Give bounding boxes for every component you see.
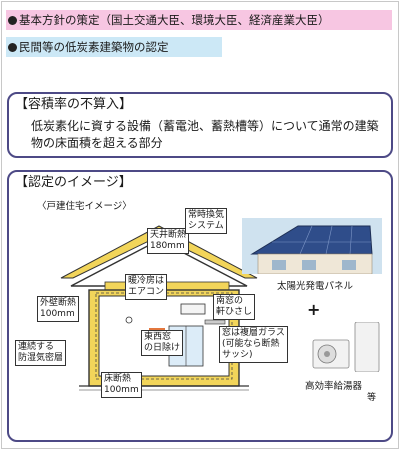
plus-sign: +	[307, 300, 321, 319]
detached-house-label: 〈戸建住宅イメージ〉	[37, 201, 132, 212]
exterior-wall-insulation-label: 外壁断熱 100mm	[37, 296, 80, 322]
policy-text-certification: 民間等の低炭素建築物の認定	[19, 40, 169, 54]
floor-area-ratio-body: 低炭素化に資する設備（蓄電池、蓄熱槽等）について通常の建築物の床面積を超える部分	[31, 119, 379, 150]
east-west-window-shade-label: 東西窓 の日除け	[141, 330, 184, 356]
certification-image-box: 【認定のイメージ】 〈戸建住宅イメージ〉	[7, 170, 393, 442]
ventilation-system-label: 常時換気 システム	[185, 208, 228, 234]
policy-text-basic: 基本方針の策定（国土交通大臣、環境大臣、経済産業大臣）	[19, 13, 330, 27]
water-heater-caption: 高効率給湯器	[305, 381, 363, 392]
water-heater-icon	[312, 322, 380, 372]
floor-area-ratio-box: 【容積率の不算入】 低炭素化に資する設備（蓄電池、蓄熱槽等）について通常の建築物…	[7, 92, 393, 158]
south-window-eaves-label: 南窓の 軒ひさし	[213, 294, 256, 320]
solar-panel-house-photo	[242, 218, 382, 274]
bullet-dot-icon	[8, 16, 17, 25]
solar-panel-caption: 太陽光発電パネル	[277, 281, 354, 292]
floor-area-ratio-title: 【容積率の不算入】	[15, 97, 133, 112]
ceiling-insulation-label: 天井断熱 180mm	[147, 228, 190, 254]
etc-label: 等	[367, 393, 377, 403]
aircon-label: 暖冷房は エアコン	[125, 274, 168, 300]
bullet-dot-icon	[8, 43, 17, 52]
policy-line-basic: 基本方針の策定（国土交通大臣、環境大臣、経済産業大臣）	[6, 10, 392, 30]
window-glass-label: 窓は複層ガラス (可能なら断熱 サッシ)	[219, 326, 288, 363]
certification-image-title: 【認定のイメージ】	[15, 175, 132, 190]
vapor-barrier-label: 連続する 防湿気密層	[15, 340, 67, 366]
floor-insulation-label: 床断熱 100mm	[101, 372, 142, 398]
policy-line-certification: 民間等の低炭素建築物の認定	[6, 37, 222, 57]
